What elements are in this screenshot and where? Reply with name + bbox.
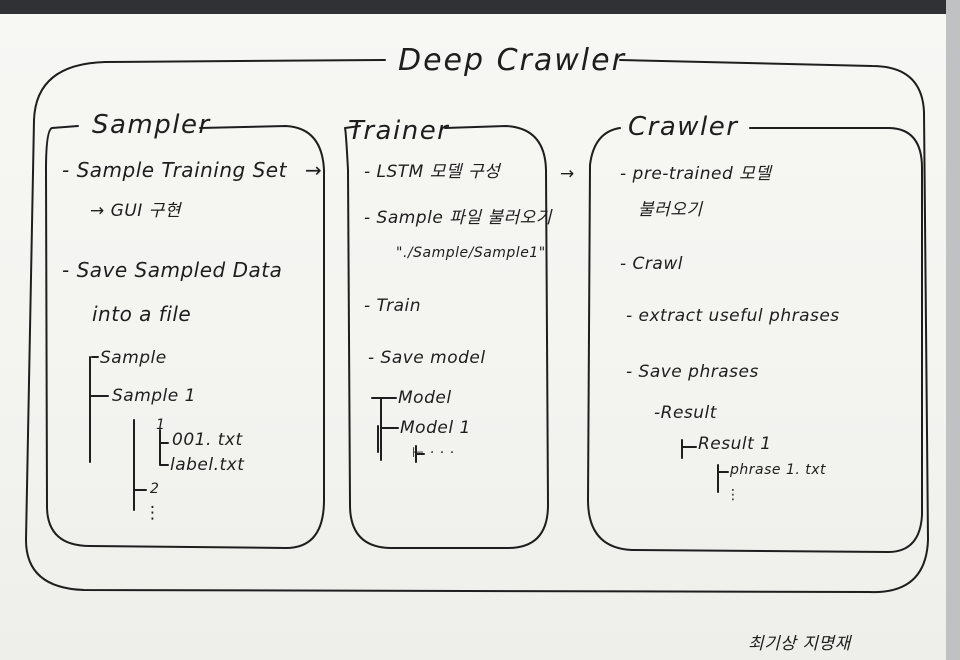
sampler-header: Sampler <box>92 110 211 140</box>
sampler-item-gui: → GUI 구현 <box>90 201 181 221</box>
sampler-item-save-sampled-data: - Save Sampled Data <box>62 258 283 282</box>
outer-frame <box>25 59 929 594</box>
crawler-tree-result1: Result 1 <box>698 434 772 454</box>
crawler-header: Crawler <box>628 112 739 142</box>
trainer-item-train: - Train <box>364 296 422 316</box>
crawler-item-pretrained: - pre-trained 모델 <box>620 164 772 184</box>
crawler-item-save-phrases: - Save phrases <box>626 362 759 382</box>
crawler-item-crawl: - Crawl <box>620 254 683 274</box>
author-signature: 최기상 지명재 <box>748 634 851 654</box>
trainer-header: Trainer <box>348 116 450 146</box>
trainer-item-save-model: - Save model <box>368 348 486 368</box>
trainer-tree-more: ⊢ · · · <box>412 445 455 461</box>
trainer-item-sample-load: - Sample 파일 불러오기 <box>364 208 552 228</box>
sampler-tree-more: ⋮ <box>144 503 162 523</box>
crawler-box <box>587 127 923 553</box>
sampler-item-into-a-file: into a file <box>92 302 192 326</box>
diagram-title: Deep Crawler <box>398 43 626 78</box>
sampler-item-sample-training-set: - Sample Training Set <box>62 158 287 182</box>
crawler-tree-more: ⋮ <box>726 487 741 503</box>
trainer-item-sample-path: "./Sample/Sample1" <box>396 245 546 261</box>
trainer-box <box>344 125 549 549</box>
sampler-tree-file-label: label.txt <box>170 455 245 475</box>
sampler-tree-sample: Sample <box>100 348 167 368</box>
crawler-tree-result: -Result <box>654 403 717 423</box>
desk-background-right <box>946 0 960 660</box>
sampler-box <box>45 125 325 549</box>
trainer-tree-model: Model <box>398 388 452 408</box>
crawler-item-extract: - extract useful phrases <box>626 306 840 326</box>
crawler-item-load: 불러오기 <box>638 200 703 220</box>
trainer-item-lstm: - LSTM 모델 구성 <box>364 162 501 182</box>
arrow-sampler-to-trainer: → <box>305 158 323 182</box>
crawler-tree-phrase-file: phrase 1. txt <box>730 462 827 478</box>
sampler-tree-folder1: 1 <box>156 417 166 433</box>
sampler-tree-file-001: 001. txt <box>172 430 243 450</box>
sampler-tree-folder2: 2 <box>150 481 160 497</box>
desk-background-top <box>0 0 960 14</box>
arrow-trainer-to-crawler: → <box>560 164 575 184</box>
sampler-tree-sample1: Sample 1 <box>112 386 196 406</box>
trainer-tree-model1: Model 1 <box>400 418 471 438</box>
